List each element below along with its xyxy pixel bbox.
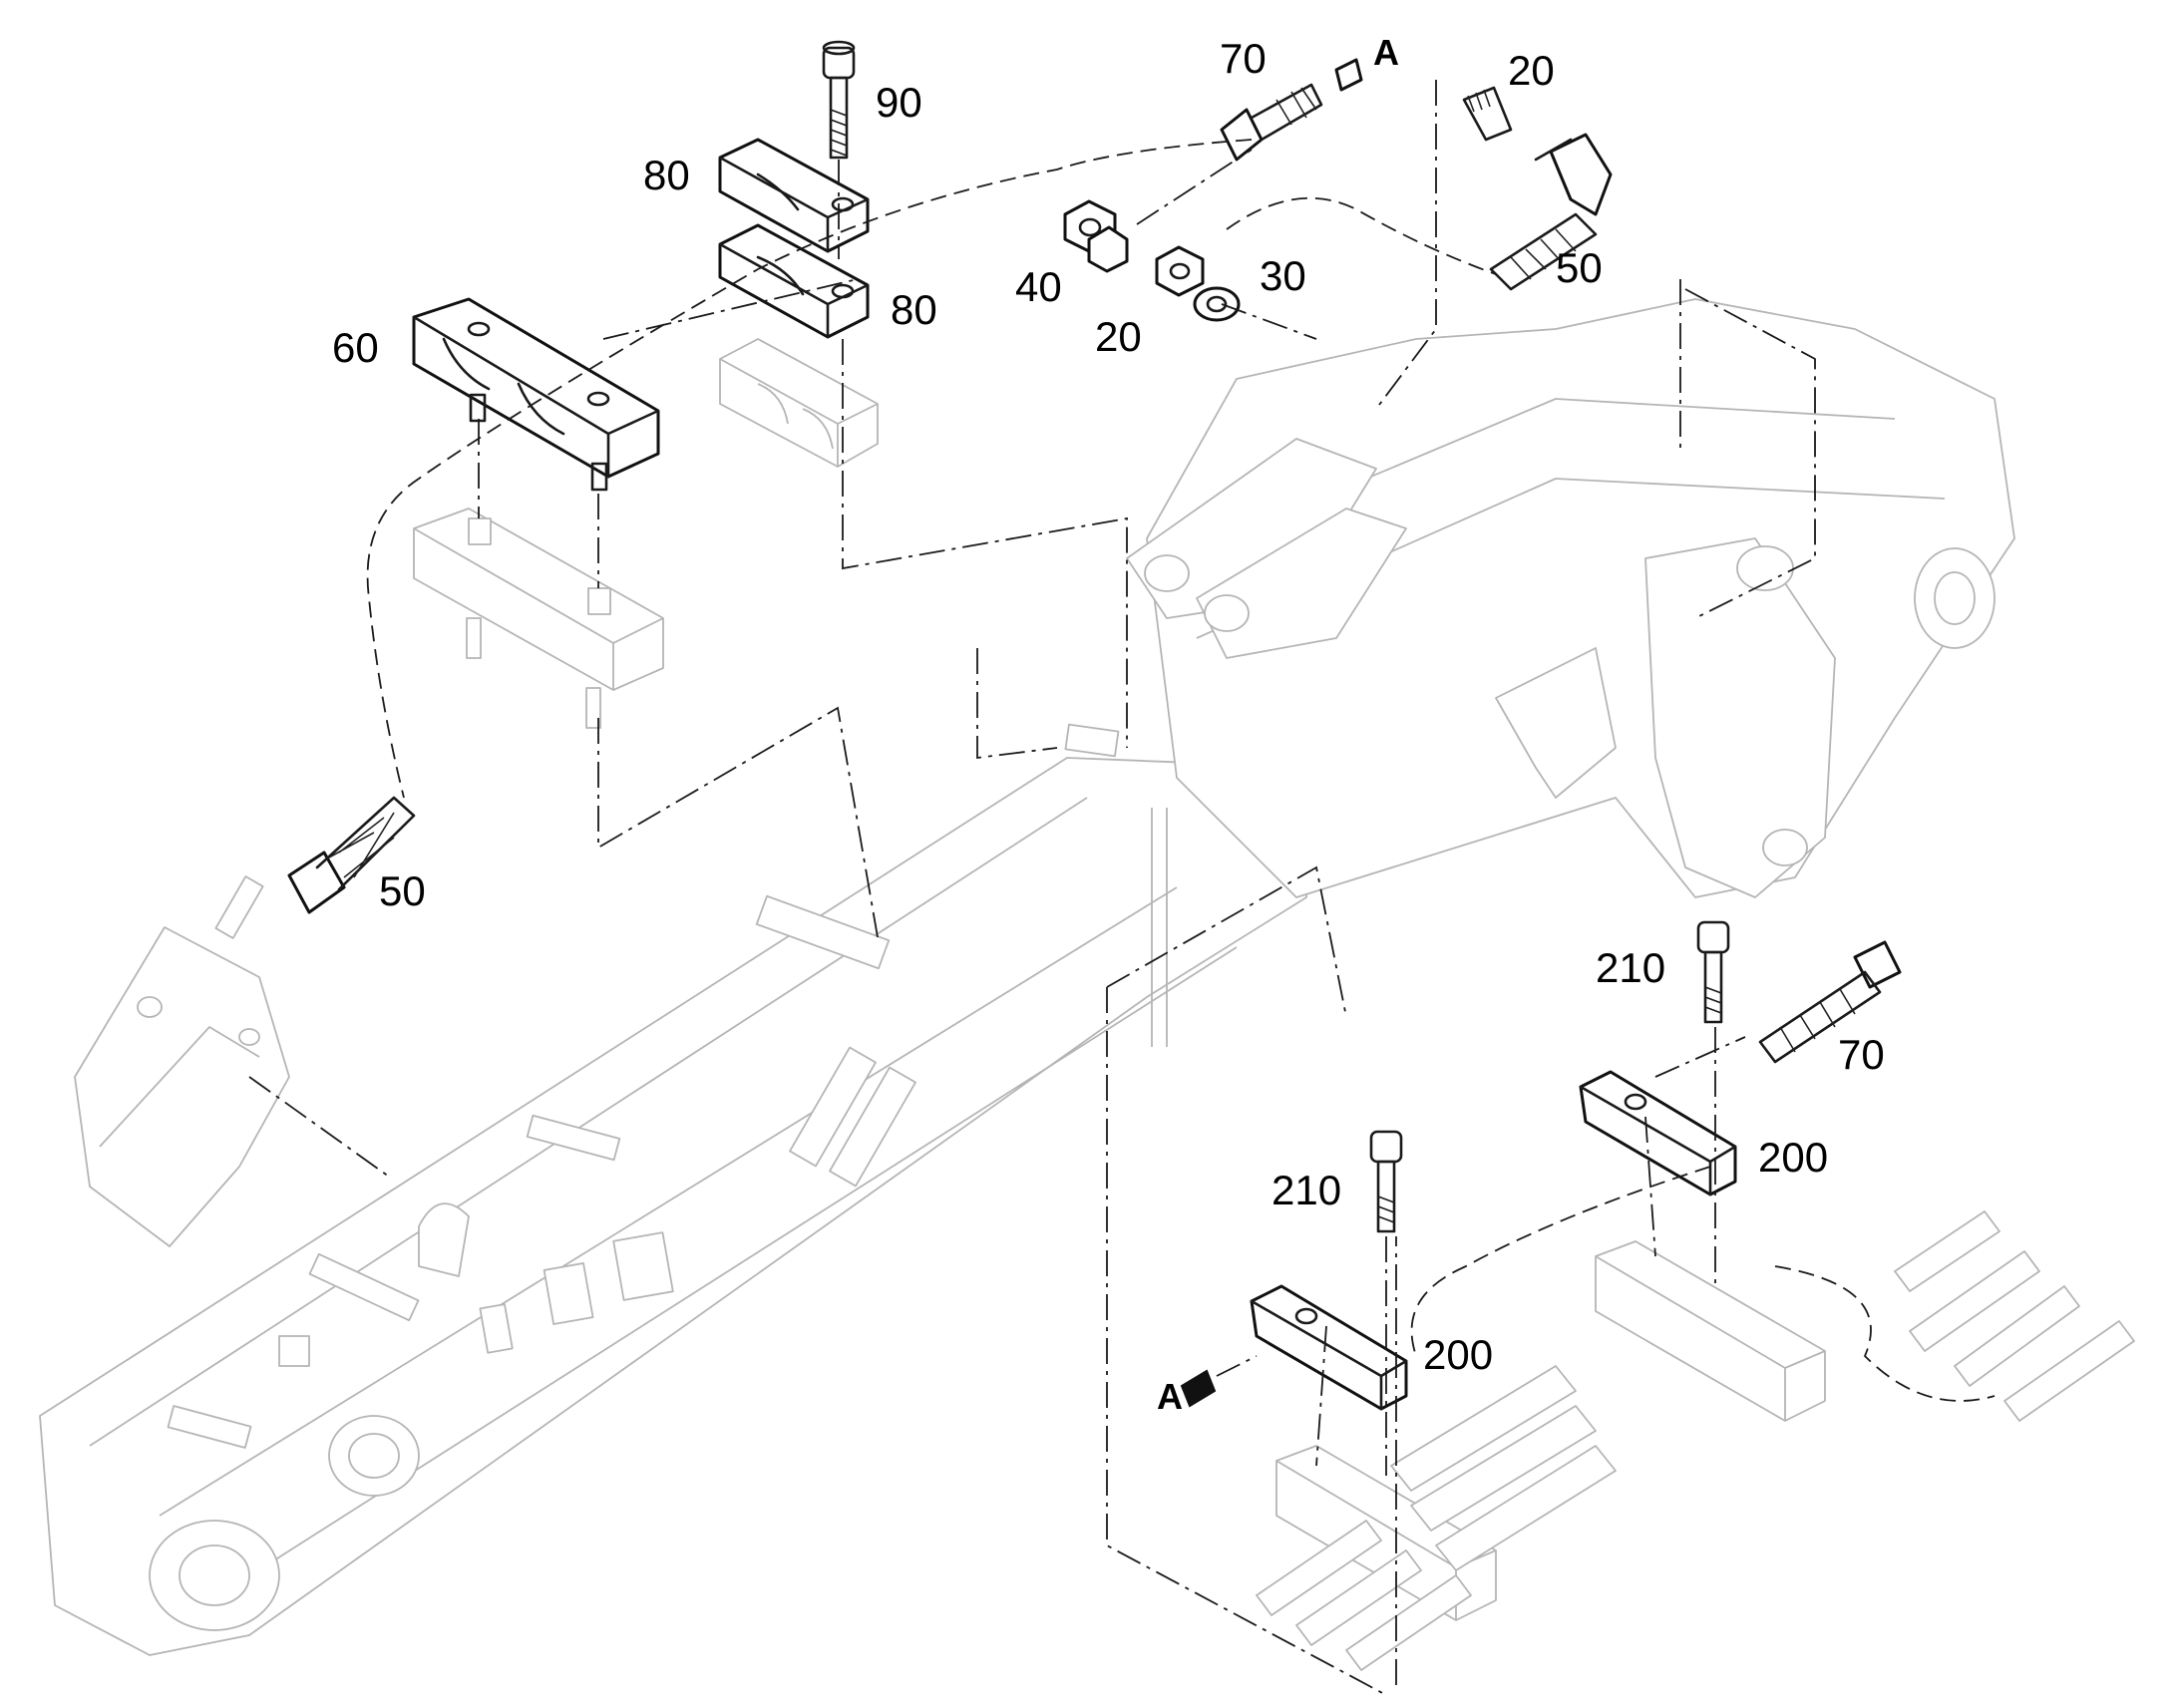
- callout-210-upper: 210: [1596, 944, 1666, 991]
- callout-50-right: 50: [1556, 244, 1603, 291]
- view-arrow-a-lower: A: [1157, 1376, 1183, 1417]
- assembly-lines: [248, 80, 1996, 1696]
- callout-50-left: 50: [379, 867, 426, 914]
- callout-20-lower: 20: [1095, 313, 1142, 360]
- callout-70-lower: 70: [1838, 1031, 1885, 1078]
- callout-200-upper: 200: [1758, 1134, 1829, 1181]
- clamp-set-top: [718, 40, 879, 468]
- callout-30: 30: [1260, 252, 1306, 299]
- callout-80-lower: 80: [891, 286, 937, 333]
- clamp-60: [412, 297, 664, 729]
- callout-210-lower: 210: [1272, 1167, 1342, 1213]
- view-arrow-a-upper: A: [1373, 32, 1399, 73]
- callout-20-upper: 20: [1508, 47, 1555, 94]
- callout-90: 90: [876, 79, 922, 126]
- boom-arm: [39, 298, 2015, 1656]
- callout-80-upper: 80: [643, 152, 690, 198]
- fittings-top: [1063, 58, 1613, 322]
- callout-60: 60: [332, 324, 379, 371]
- brackets-lower-right: [1180, 920, 2135, 1671]
- callout-40: 40: [1015, 263, 1062, 310]
- callout-200-lower: 200: [1423, 1331, 1494, 1378]
- callout-70-upper: 70: [1220, 35, 1267, 82]
- hose-50-left: [74, 796, 416, 1247]
